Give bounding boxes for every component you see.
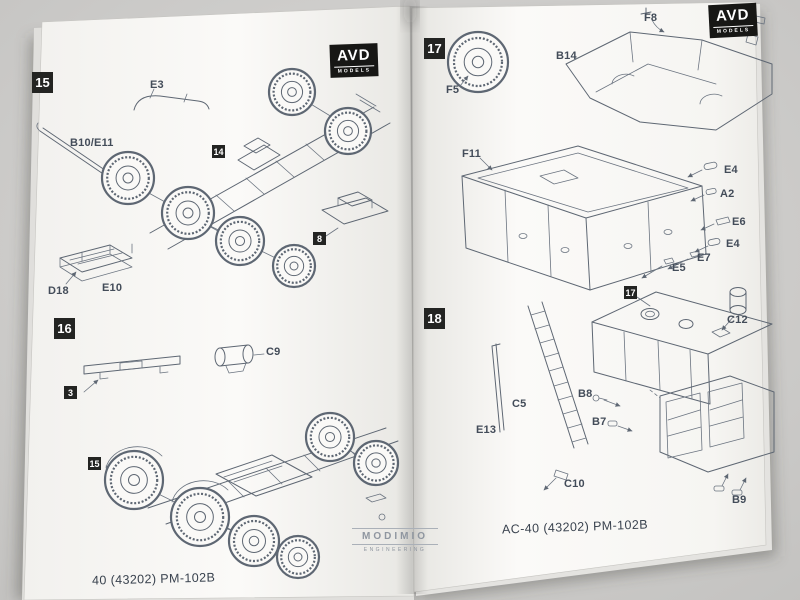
step18-diagram [491,287,775,496]
subassembly-badge-15: 15 [88,457,101,470]
brand-sub: MODELS [334,65,375,75]
part-label-f8: F8 [644,12,658,24]
part-label-e3: E3 [150,79,164,91]
part-label-e7: E7 [697,252,711,264]
part-label-a2: A2 [720,188,735,200]
part-label-e5: E5 [672,262,686,274]
subassembly-badge-3: 3 [64,386,77,399]
part-label-b10-e11: B10/E11 [70,137,114,149]
part-label-d18: D18 [48,285,69,297]
part-label-c10: C10 [564,478,585,490]
right-page-sheet [411,1,767,593]
center-fold [396,6,428,594]
avd-models-logo-left: AVD MODELS [329,43,379,78]
step15-diagram [36,69,391,287]
spine-top-gap [403,0,417,26]
part-label-e10: E10 [102,282,123,294]
step-15-badge: 15 [32,72,53,93]
part-label-c9: C9 [266,346,281,358]
part-label-e4-a: E4 [724,164,738,176]
step-18-badge: 18 [424,308,445,329]
brand-name: AVD [715,6,750,25]
part-label-b8: B8 [578,388,593,400]
brand-name: AVD [336,46,371,65]
part-label-b14: B14 [556,50,577,62]
part-label-c12: C12 [727,314,748,326]
step16-diagram [83,344,398,578]
part-label-c5: C5 [512,398,527,410]
subassembly-badge-8: 8 [313,232,326,245]
modimio-engineering-logo: MODIMIO ENGINEERING [352,528,438,553]
brand-sub: MODELS [713,24,754,36]
part-label-b7: B7 [592,416,607,428]
avd-models-logo-right: AVD MODELS [708,2,758,39]
publisher-sub: ENGINEERING [363,547,427,553]
step17-diagram [448,7,773,291]
part-label-b9: B9 [732,494,747,506]
step-16-badge: 16 [54,318,75,339]
part-label-f11: F11 [462,148,481,160]
part-label-e13: E13 [476,424,497,436]
subassembly-badge-14: 14 [212,145,225,158]
subassembly-badge-17: 17 [624,286,637,299]
part-label-e6: E6 [732,216,746,228]
step-17-badge: 17 [424,38,445,59]
part-label-f5: F5 [446,84,460,96]
publisher-name: MODIMIO [352,528,438,545]
part-label-e4-b: E4 [726,238,740,250]
